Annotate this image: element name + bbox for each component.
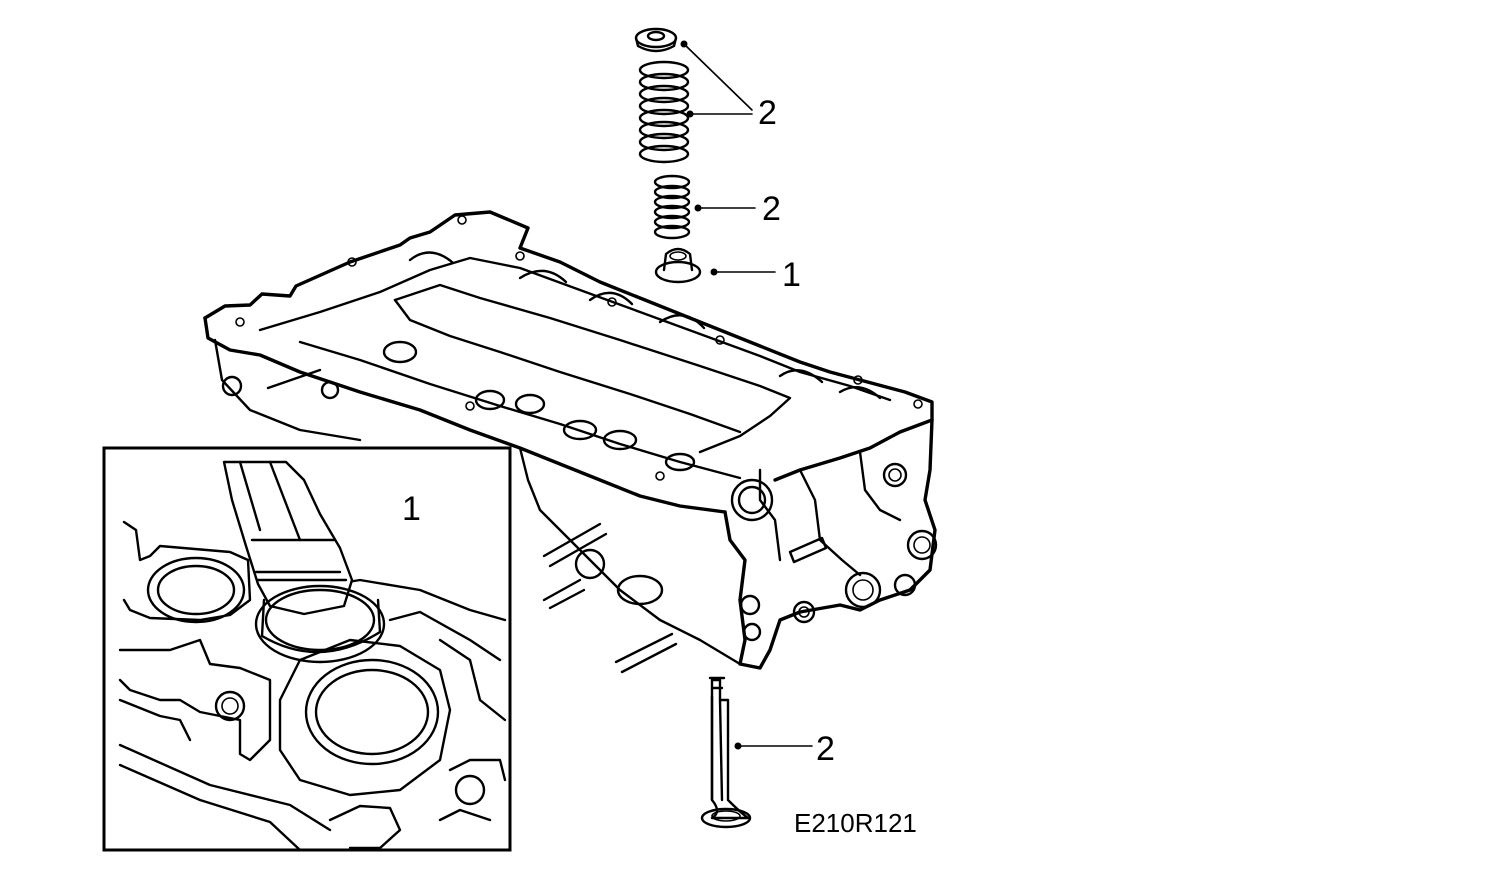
valve-spring-retainer [634,27,678,53]
outer-valve-spring [638,60,690,164]
inner-valve-spring [653,174,691,240]
valve [700,676,752,829]
cylinder-head [203,210,938,674]
callout-stem-seal: 1 [782,256,801,294]
callout-valve: 2 [816,730,835,768]
callout-inset-seal: 1 [402,490,421,528]
figure-reference-code: E210R121 [794,808,917,838]
callout-retainer-spring: 2 [758,94,777,132]
valve-stem-seal [654,247,702,284]
callout-inner-spring: 2 [762,190,781,228]
inset-detail [102,446,512,852]
